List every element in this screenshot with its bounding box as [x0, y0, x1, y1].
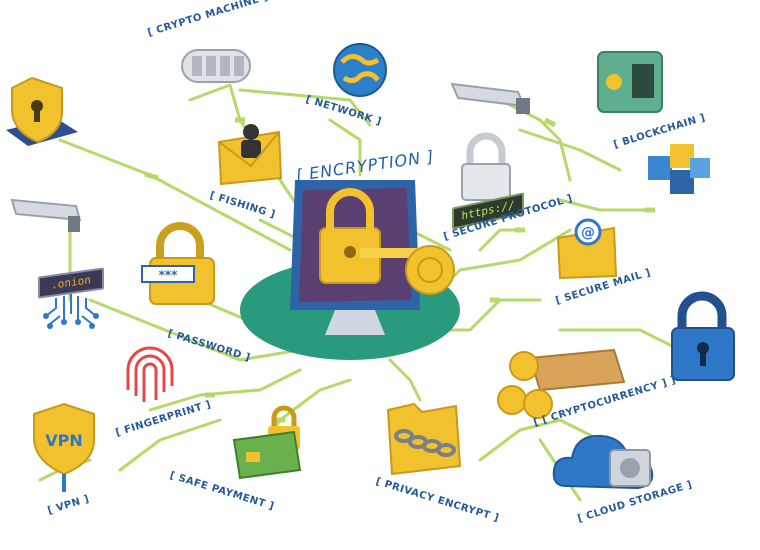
coins-icon — [497, 348, 626, 419]
safe-icon — [597, 51, 663, 113]
envelope-hacker-icon — [217, 124, 283, 186]
vpn-shield-icon: VPN — [33, 402, 95, 492]
credit-card-icon — [232, 405, 302, 480]
camera-icon — [450, 82, 530, 114]
blockchain-cubes-icon — [648, 144, 710, 194]
vpn-shield-text: VPN — [45, 431, 83, 450]
monitor-lock-key-icon — [240, 180, 460, 360]
camera-icon — [10, 198, 82, 232]
shield-lock-icon — [6, 76, 78, 146]
password-field-text: *** — [159, 268, 179, 282]
fingerprint-icon — [126, 346, 174, 402]
secure-mail-icon: @ — [556, 218, 618, 280]
cloud-safe-icon — [552, 434, 654, 490]
globe-icon — [333, 43, 387, 97]
at-symbol: @ — [581, 225, 595, 241]
folder-chain-icon — [386, 402, 462, 476]
padlock-icon: *** — [141, 222, 215, 305]
onion-router-icon — [43, 294, 99, 329]
https-lock-icon — [461, 132, 511, 201]
crypto-machine-icon — [181, 49, 251, 83]
blue-padlock-icon — [671, 291, 735, 381]
